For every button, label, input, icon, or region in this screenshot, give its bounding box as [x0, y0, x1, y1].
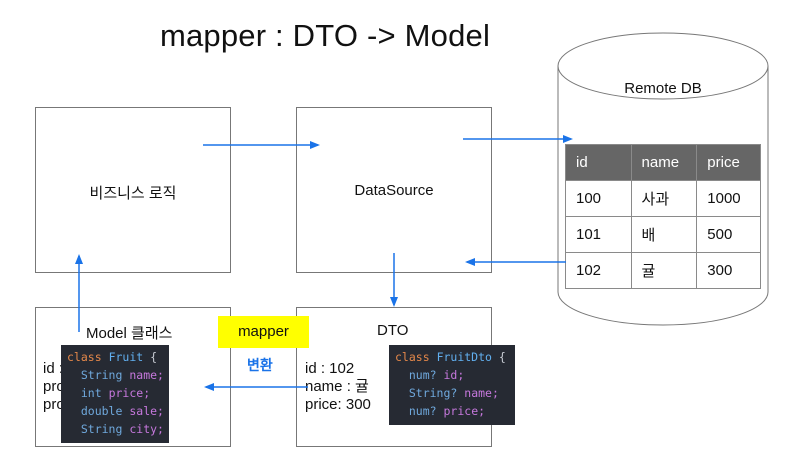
code-type: String: [80, 422, 123, 436]
code-type: double: [80, 404, 123, 418]
dto-field: name : 귤: [305, 378, 369, 395]
table-cell: 500: [696, 216, 761, 253]
model-field: pro: [43, 396, 65, 413]
table-cell: 배: [630, 216, 698, 253]
mapper-badge: mapper: [218, 316, 309, 348]
datasource-box: DataSource: [296, 107, 492, 273]
code-type: String?: [408, 386, 458, 400]
model-field: pro: [43, 378, 65, 395]
column-header-price: price: [696, 144, 761, 181]
table-cell: 100: [565, 180, 632, 217]
code-brace: {: [150, 350, 158, 364]
dto-field: id : 102: [305, 360, 355, 377]
business-logic-label: 비즈니스 로직: [89, 185, 177, 202]
code-field: sale;: [129, 404, 164, 418]
model-fields: id : pro pro: [43, 360, 65, 414]
code-line: num? id;: [395, 366, 509, 384]
dto-label: DTO: [377, 322, 409, 339]
code-line: String city;: [67, 420, 164, 438]
code-class-name: FruitDto: [436, 350, 492, 364]
code-type: num?: [408, 368, 437, 382]
code-brace: {: [498, 350, 506, 364]
model-field: id :: [43, 360, 64, 377]
dto-code-snippet: class FruitDto { num? id; String? name; …: [389, 345, 515, 425]
business-logic-box: 비즈니스 로직: [35, 107, 231, 273]
code-field: id;: [443, 368, 465, 382]
diagram-title: mapper : DTO -> Model: [159, 18, 491, 53]
table-cell: 300: [696, 252, 761, 289]
code-field: city;: [129, 422, 164, 436]
dto-field: price: 300: [305, 396, 371, 413]
code-line: String name;: [67, 366, 164, 384]
table-cell: 귤: [630, 252, 698, 289]
remote-db-label: Remote DB: [624, 80, 702, 97]
code-type: int: [80, 386, 102, 400]
code-type: String: [80, 368, 123, 382]
dto-fields: id : 102 name : 귤 price: 300: [305, 360, 371, 414]
model-code-snippet: class Fruit { String name; int price; do…: [61, 345, 169, 443]
code-line: num? price;: [395, 402, 509, 420]
table-cell: 사과: [630, 180, 698, 217]
code-class-name: Fruit: [108, 350, 144, 364]
table-row: 101 배 500: [565, 216, 761, 253]
remote-db-table: id name price 100 사과 1000 101 배 500 102 …: [565, 144, 761, 289]
code-field: price;: [443, 404, 486, 418]
table-cell: 101: [565, 216, 632, 253]
datasource-label: DataSource: [354, 182, 434, 199]
convert-label: 변환: [247, 357, 273, 373]
table-row: 100 사과 1000: [565, 180, 761, 217]
table-row: 102 귤 300: [565, 252, 761, 289]
code-line: String? name;: [395, 384, 509, 402]
code-type: num?: [408, 404, 437, 418]
code-keyword: class: [67, 350, 102, 364]
code-line-class: class Fruit {: [67, 348, 163, 366]
table-cell: 1000: [696, 180, 761, 217]
code-field: name;: [129, 368, 164, 382]
code-field: price;: [108, 386, 151, 400]
code-line: double sale;: [67, 402, 164, 420]
model-label: Model 클래스: [86, 325, 173, 342]
table-header-row: id name price: [565, 144, 761, 181]
code-line: int price;: [67, 384, 163, 402]
code-field: name;: [464, 386, 499, 400]
code-keyword: class: [395, 350, 430, 364]
table-cell: 102: [565, 252, 632, 289]
code-line-class: class FruitDto {: [395, 348, 509, 366]
